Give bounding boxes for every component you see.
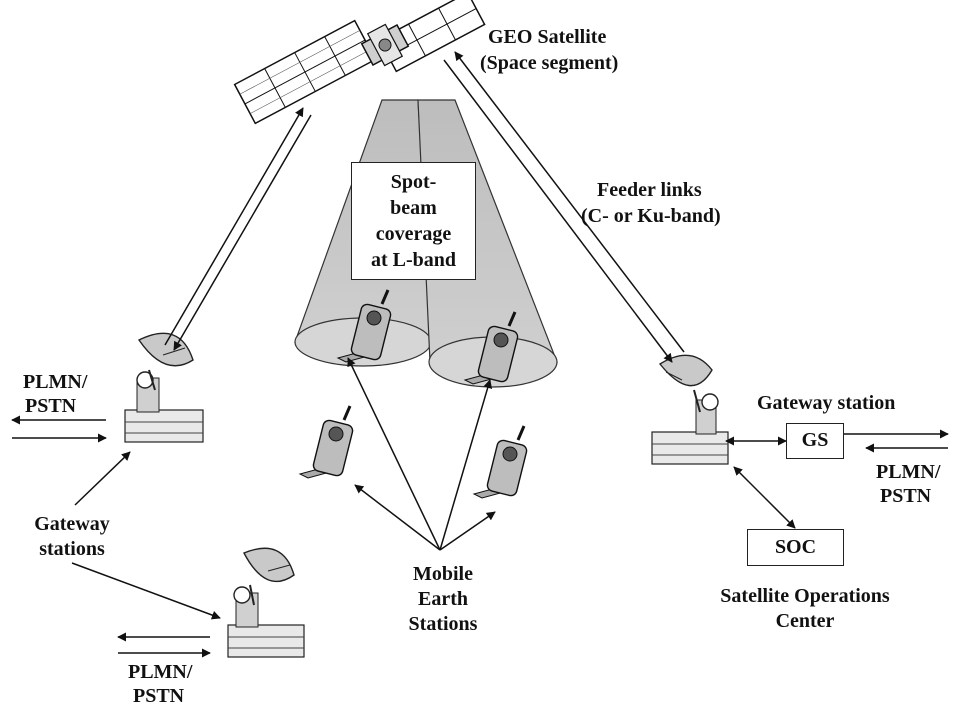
mobile-handset-1-icon [336, 289, 392, 363]
gs-box: GS [786, 423, 844, 459]
gateway-stations-line-1: Gateway [34, 513, 110, 535]
earth-station-bottom-icon [227, 547, 305, 658]
pstn-bottom-label: PSTN [133, 685, 185, 707]
spot-beam-line-1: Spot- [390, 171, 437, 193]
mobile-handset-2-icon [463, 311, 519, 385]
plmn-right-label: PLMN/ [876, 461, 941, 483]
gateway-station-label: Gateway station [757, 392, 896, 414]
mobile-handset-4-icon [472, 425, 528, 499]
gateway-soc-arrow [733, 466, 796, 529]
mes-pointer-4-arrow [439, 511, 496, 551]
plmn-bottom-label: PLMN/ [128, 661, 193, 683]
downlink-left-arrow [173, 114, 312, 351]
geo-satellite-icon [233, 0, 486, 125]
gateway-pointer-top-arrow [74, 451, 131, 506]
soc-box: SOC [747, 529, 844, 566]
spot-beam-line-2: beam [390, 197, 437, 219]
spot-beam-coverage-box: Spot- beam coverage at L-band [351, 162, 476, 280]
feeder-link-up-arrow [454, 51, 685, 353]
gateway-stations-line-2: stations [39, 538, 105, 560]
spot-beam-line-4: at L-band [370, 249, 457, 271]
feeder-links-label: Feeder links [597, 179, 702, 201]
mes-pointer-1-arrow [347, 357, 441, 551]
mobile-earth-stations-label: Mobile Earth Stations [388, 562, 498, 637]
earth-station-left-icon [124, 332, 204, 443]
gateway-stations-label: Gateway stations [22, 512, 122, 562]
pstn-left-label: PSTN [25, 395, 77, 417]
gateway-pointer-bottom-arrow [71, 562, 221, 620]
mes-line-2: Earth [418, 588, 468, 610]
uplink-left-arrow [164, 107, 304, 346]
mes-line-1: Mobile [413, 563, 473, 585]
spot-beam-line-3: coverage [375, 223, 452, 245]
feeder-link-down-arrow [443, 59, 673, 363]
earth-station-right-icon [651, 354, 729, 465]
pstn-right-label: PSTN [880, 485, 932, 507]
space-segment-label: (Space segment) [480, 52, 619, 74]
mes-line-3: Stations [408, 613, 478, 635]
geo-satellite-label: GEO Satellite [488, 26, 607, 48]
soc-center-line-1: Satellite Operations [720, 585, 890, 607]
link-arrows [11, 51, 949, 658]
feeder-band-label: (C- or Ku-band) [581, 205, 721, 227]
soc-center-line-2: Center [775, 610, 835, 632]
mes-pointer-3-arrow [354, 484, 441, 551]
satellite-operations-center-label: Satellite Operations Center [700, 584, 910, 634]
plmn-left-label: PLMN/ [23, 371, 88, 393]
mobile-handset-3-icon [298, 405, 354, 479]
mes-pointer-2-arrow [439, 379, 493, 551]
